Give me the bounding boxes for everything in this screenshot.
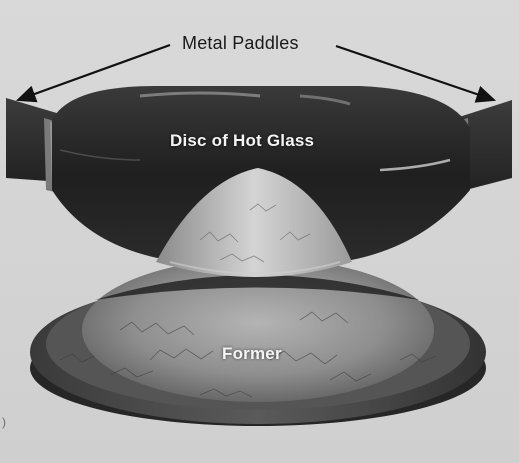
- corner-mark: ): [2, 415, 6, 429]
- disc-of-hot-glass-label: Disc of Hot Glass: [170, 131, 314, 151]
- former-label: Former: [222, 344, 282, 364]
- metal-paddles-label: Metal Paddles: [182, 33, 299, 54]
